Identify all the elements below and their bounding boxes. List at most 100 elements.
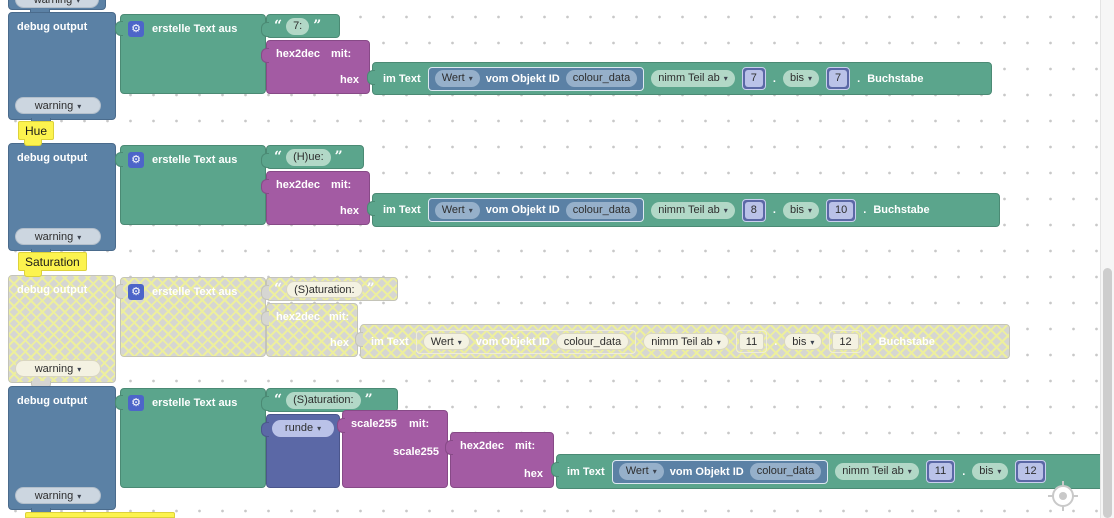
block-label: mit: (515, 440, 536, 452)
field-wert-dropdown[interactable]: Wert▾ (434, 201, 480, 219)
field-substring-op-dropdown[interactable]: nimm Teil ab▾ (651, 70, 735, 87)
field-number[interactable]: 7 (744, 70, 763, 87)
field-wert-dropdown[interactable]: Wert▾ (618, 463, 664, 480)
gear-icon[interactable]: ⚙ (128, 284, 144, 300)
field-string-text[interactable]: (H)ue: (286, 148, 331, 166)
field-substring-op-dropdown[interactable]: nimm Teil ab▾ (835, 463, 919, 480)
block-objekt-wert-disabled[interactable]: Wert▾ vom Objekt ID colour_data (415, 329, 637, 354)
block-debug-output[interactable]: debug output warning▾ (8, 386, 116, 515)
connector-tab (261, 48, 269, 63)
block-create-text-disabled[interactable]: ⚙ erstelle Text aus (115, 277, 266, 357)
close-quote-icon: ” (334, 149, 343, 165)
block-im-text-substring-disabled[interactable]: im Text Wert▾ vom Objekt ID colour_data … (355, 324, 1010, 359)
field-objekt-id[interactable]: colour_data (749, 463, 822, 480)
block-text-string[interactable]: “ 7: ” (261, 14, 340, 38)
field-warning-dropdown[interactable]: warning▾ (15, 360, 101, 377)
vertical-scrollbar-thumb[interactable] (1103, 268, 1112, 518)
field-round-dropdown[interactable]: runde▾ (272, 420, 334, 437)
block-round[interactable]: runde▾ (261, 414, 340, 488)
field-string-text[interactable]: (S)aturation: (286, 280, 363, 298)
field-warning-dropdown[interactable]: warning▾ (15, 97, 101, 114)
crosshair-icon (1059, 492, 1067, 500)
block-number[interactable]: 12 (1015, 460, 1046, 483)
comment-nub (24, 270, 42, 277)
field-warning-dropdown[interactable]: warning▾ (15, 0, 99, 8)
field-objekt-id[interactable]: colour_data (565, 201, 638, 219)
field-number[interactable]: 10 (829, 201, 854, 219)
block-debug-output-disabled[interactable]: debug output warning▾ (8, 275, 116, 388)
gear-icon[interactable]: ⚙ (128, 395, 144, 411)
field-substring-op-dropdown[interactable]: nimm Teil ab▾ (643, 333, 729, 350)
block-debug-output[interactable]: debug output warning▾ (8, 12, 116, 125)
connector-tab (115, 21, 123, 36)
block-im-text-substring[interactable]: im Text Wert▾ vom Objekt ID colour_data … (367, 193, 1000, 227)
comment-label-saturation[interactable]: Saturation (18, 252, 87, 271)
field-number[interactable]: 12 (1018, 463, 1043, 480)
block-hex2dec-call[interactable]: hex2dec mit: hex (261, 40, 370, 94)
chevron-down-icon: ▾ (77, 102, 82, 111)
block-number[interactable]: 11 (925, 460, 956, 483)
field-number[interactable]: 7 (829, 70, 848, 87)
block-hex2dec-call[interactable]: hex2dec mit: hex (261, 171, 370, 225)
block-number[interactable]: 8 (741, 198, 766, 222)
block-number-disabled[interactable]: 11 (735, 330, 768, 353)
block-objekt-wert[interactable]: Wert▾ vom Objekt ID colour_data (427, 198, 645, 222)
block-text-string[interactable]: “ (S)aturation: ” (261, 388, 398, 412)
param-label: hex (340, 205, 359, 217)
block-create-text[interactable]: ⚙ erstelle Text aus (115, 14, 266, 94)
field-number[interactable]: 11 (928, 463, 953, 480)
block-label: erstelle Text aus (152, 154, 238, 166)
block-number-disabled[interactable]: 12 (829, 330, 862, 353)
connector-tab (115, 284, 123, 299)
block-create-text[interactable]: ⚙ erstelle Text aus (115, 145, 266, 225)
field-string-text[interactable]: 7: (286, 17, 310, 35)
block-create-text[interactable]: ⚙ erstelle Text aus (115, 388, 266, 488)
field-bis-dropdown[interactable]: bis▾ (972, 463, 1009, 480)
field-wert-dropdown[interactable]: Wert▾ (434, 70, 480, 87)
block-hex2dec-call-disabled[interactable]: hex2dec mit: hex (261, 303, 358, 357)
gear-icon[interactable]: ⚙ (128, 21, 144, 37)
field-warning-dropdown[interactable]: warning▾ (15, 228, 101, 245)
block-text-string-disabled[interactable]: “ (S)aturation: ” (261, 277, 398, 301)
block-label: im Text (567, 465, 605, 478)
field-wert-dropdown[interactable]: Wert▾ (422, 333, 470, 350)
block-text-string[interactable]: “ (H)ue: ” (261, 145, 364, 169)
block-scale255-call[interactable]: scale255 mit: scale255 (337, 410, 448, 488)
connector-tab (261, 22, 269, 37)
connector-tab (261, 422, 269, 437)
field-bis-dropdown[interactable]: bis▾ (782, 201, 820, 219)
comment-label-hue[interactable]: Hue (18, 121, 55, 140)
block-hex2dec-call[interactable]: hex2dec mit: hex (445, 432, 554, 488)
field-objekt-id[interactable]: colour_data (555, 333, 630, 350)
open-quote-icon: “ (274, 392, 283, 408)
block-number[interactable]: 7 (826, 67, 851, 90)
block-debug-output-partial[interactable]: warning▾ (8, 0, 106, 10)
block-label: vom Objekt ID (485, 72, 560, 85)
field-number[interactable]: 12 (832, 333, 859, 350)
block-label: vom Objekt ID (475, 335, 550, 348)
chevron-down-icon: ▾ (907, 467, 912, 476)
field-number[interactable]: 11 (738, 333, 765, 350)
block-im-text-substring[interactable]: im Text Wert▾ vom Objekt ID colour_data … (367, 62, 992, 95)
block-number[interactable]: 10 (826, 198, 857, 222)
field-number[interactable]: 8 (744, 201, 763, 219)
zoom-reset-control[interactable] (1048, 481, 1078, 511)
gear-icon[interactable]: ⚙ (128, 152, 144, 168)
chevron-down-icon: ▾ (77, 492, 82, 501)
block-debug-output[interactable]: debug output warning▾ (8, 143, 116, 256)
field-substring-op-dropdown[interactable]: nimm Teil ab▾ (651, 201, 735, 219)
field-string-text[interactable]: (S)aturation: (286, 391, 361, 409)
dot-label: . (868, 335, 872, 348)
field-warning-dropdown[interactable]: warning▾ (15, 487, 101, 504)
block-label: Buchstabe (878, 335, 935, 348)
block-number[interactable]: 7 (741, 67, 766, 90)
block-label: mit: (409, 418, 430, 430)
field-bis-dropdown[interactable]: bis▾ (782, 70, 820, 87)
block-objekt-wert[interactable]: Wert▾ vom Objekt ID colour_data (611, 459, 829, 484)
block-im-text-substring[interactable]: im Text Wert▾ vom Objekt ID colour_data … (551, 454, 1114, 489)
field-objekt-id[interactable]: colour_data (565, 70, 638, 87)
block-objekt-wert[interactable]: Wert▾ vom Objekt ID colour_data (427, 66, 645, 91)
comment-label-partial[interactable] (25, 512, 175, 518)
field-bis-dropdown[interactable]: bis▾ (784, 333, 823, 350)
